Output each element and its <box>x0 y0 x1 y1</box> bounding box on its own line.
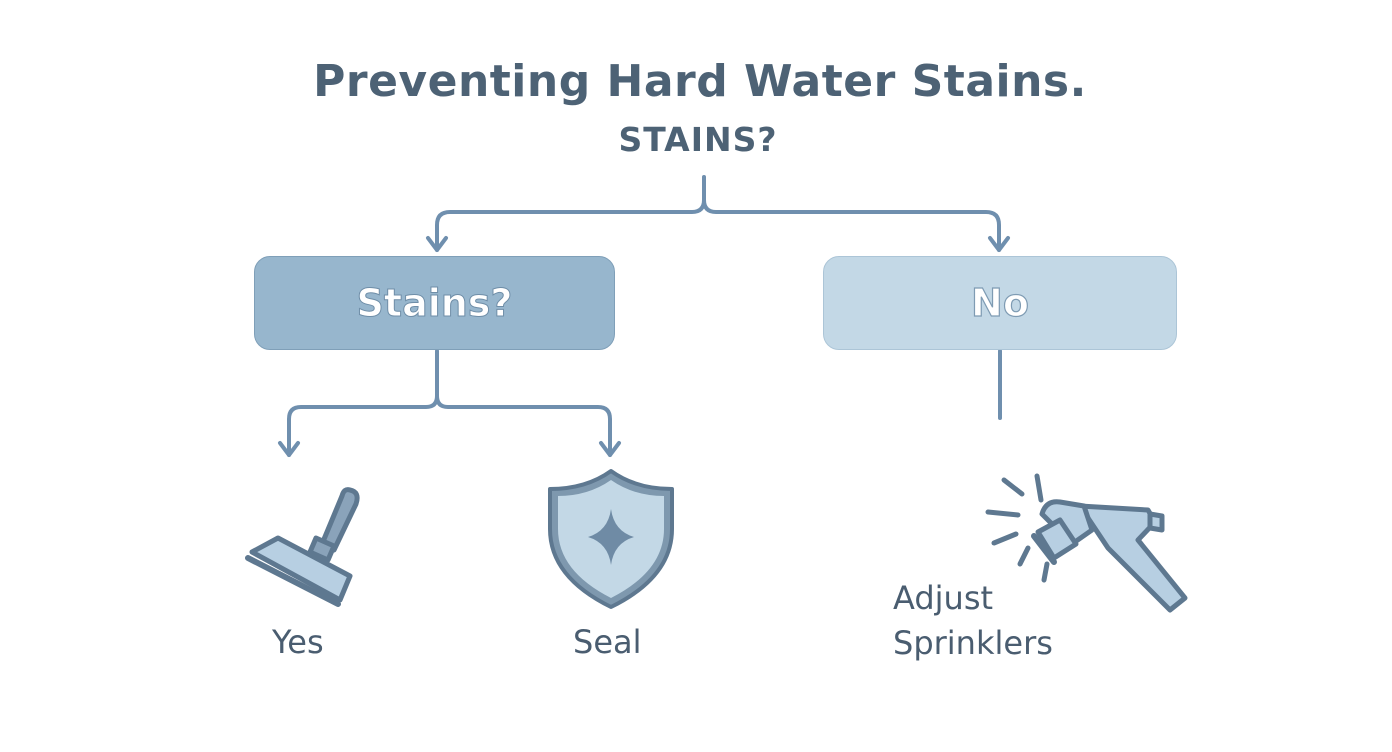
arrowhead-to-yes <box>278 441 300 457</box>
sparkle-icon <box>588 509 634 565</box>
connector-top-stem <box>435 175 706 252</box>
no-node-label: No <box>970 280 1029 325</box>
connector-stains-left <box>287 349 439 457</box>
shield-sparkle-icon <box>548 469 674 609</box>
arrowhead-to-stains <box>426 236 448 252</box>
leaf-label-seal: Seal <box>573 623 642 661</box>
spray-nozzle-icon <box>985 473 1188 613</box>
leaf-label-yes: Yes <box>272 623 324 661</box>
decision-node-stains: Stains? <box>254 256 615 350</box>
diagram-subtitle: STAINS? <box>618 120 778 159</box>
arrowhead-to-seal <box>599 441 621 457</box>
connector-top-right <box>702 198 1001 252</box>
decision-node-label: Stains? <box>356 281 513 326</box>
leaf-label-sprinklers: Sprinklers <box>893 624 1053 662</box>
squeegee-icon <box>245 487 360 607</box>
arrowhead-to-no <box>988 236 1010 252</box>
connector-stains-right <box>435 394 612 457</box>
diagram-title: Preventing Hard Water Stains. <box>313 56 1087 107</box>
leaf-label-adjust: Adjust <box>893 579 994 617</box>
decision-node-no: No <box>823 256 1177 350</box>
